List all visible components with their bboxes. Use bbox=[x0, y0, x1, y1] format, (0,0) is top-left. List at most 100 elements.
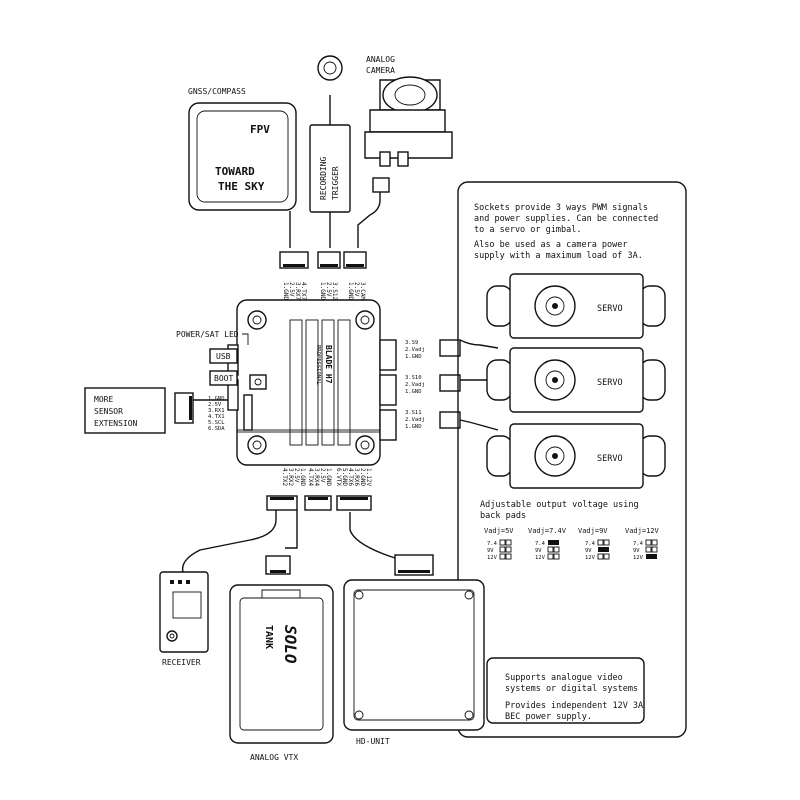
pin-top-right-3: 3.CAM bbox=[359, 282, 366, 300]
flight-controller: BLADE H7 PROFESSIONAL bbox=[227, 299, 397, 466]
pin-bottom-mid-2: 3.RX4 bbox=[313, 468, 320, 486]
servo-3: SERVO bbox=[486, 423, 666, 489]
more-sensor-line2: SENSOR bbox=[94, 407, 123, 416]
gnss-label: GNSS/COMPASS bbox=[188, 87, 246, 96]
pin-top-right-1: 1.GND bbox=[347, 282, 354, 300]
gnss-logo-fpv: FPV bbox=[250, 123, 270, 136]
hd-unit-label: HD-UNIT bbox=[356, 737, 390, 746]
pad-9v-l3: 12V bbox=[585, 555, 596, 561]
power-sat-led-label: POWER/SAT LED bbox=[176, 330, 239, 339]
pin-top-left-1: 1.GND bbox=[282, 282, 289, 300]
analog-camera-line2: CAMERA bbox=[366, 66, 395, 75]
left-side-labels: POWER/SAT LED USB BOOT MORE SENSOR EXTEN… bbox=[84, 330, 249, 434]
pin-bottom-mid-3: 2.5V bbox=[319, 468, 326, 483]
pin-top-left-2: 2.5V bbox=[288, 282, 295, 297]
pin-bottom-left-1: 4.TX2 bbox=[281, 468, 288, 486]
pin-servo3-3: 1.GND bbox=[405, 424, 422, 430]
servo-2-label: SERVO bbox=[597, 378, 623, 388]
more-sensor-line3: EXTENSION bbox=[94, 419, 138, 428]
pin-servo2-3: 1.GND bbox=[405, 389, 422, 395]
pin-servo1-3: 1.GND bbox=[405, 354, 422, 360]
pad-12v-l3: 12V bbox=[633, 555, 644, 561]
gnss-logo-line2: THE SKY bbox=[218, 180, 265, 193]
vtx-logo-2: TANK bbox=[263, 625, 274, 649]
hd-note-3: Provides independent 12V 3A bbox=[505, 701, 643, 711]
servo-note-3: to a servo or gimbal. bbox=[474, 225, 581, 235]
gnss-logo-line1: TOWARD bbox=[215, 165, 255, 178]
usb-label: USB bbox=[216, 352, 231, 361]
hd-note-4: BEC power supply. bbox=[505, 712, 592, 722]
bottom-pin-labels: 4.TX2 3.RX2 2.5V 1.GND 4.TX4 3.RX4 2.5V … bbox=[281, 468, 372, 486]
vadj-7-4: Vadj=7.4V bbox=[528, 527, 567, 535]
pin-top-left-3: 3.RX7 bbox=[294, 282, 301, 300]
pad-group-5v: 7.4 9V 12V bbox=[487, 539, 512, 561]
more-sensor-line1: MORE bbox=[94, 395, 113, 404]
gnss-module: GNSS/COMPASS FPV TOWARD THE SKY bbox=[188, 87, 297, 211]
pin-bottom-mid-1: 4.TX4 bbox=[307, 468, 314, 486]
receiver: RECEIVER bbox=[159, 571, 209, 667]
analog-camera: ANALOG CAMERA bbox=[364, 55, 453, 193]
pin-bottom-right-4: 3.RX6 bbox=[353, 468, 360, 486]
pin-side-left-3: 3.RX1 bbox=[208, 408, 225, 414]
pin-side-left-5: 5.SCL bbox=[208, 420, 225, 426]
recording-trigger-line2: TRIGGER bbox=[331, 166, 340, 200]
pin-top-mid-3: 3.S12 bbox=[331, 282, 338, 300]
pin-bottom-left-3: 2.5V bbox=[293, 468, 300, 483]
pin-side-left-6: 6.SDA bbox=[208, 426, 225, 432]
hd-note-1: Supports analogue video bbox=[505, 673, 623, 683]
pin-bottom-right-5: 2.GND bbox=[359, 468, 366, 486]
pin-servo3-1: 3.S11 bbox=[405, 410, 422, 416]
pin-top-right-2: 2.5V bbox=[353, 282, 360, 297]
pin-top-mid-1: 1.GND bbox=[319, 282, 326, 300]
right-pin-labels: 3.S9 2.Vadj 1.GND 3.S10 2.Vadj 1.GND 3.S… bbox=[405, 339, 461, 430]
pad-12v-l1: 7.4 bbox=[633, 541, 644, 547]
pin-side-left-4: 4.TX1 bbox=[208, 414, 225, 420]
pin-bottom-left-2: 3.RX2 bbox=[287, 468, 294, 486]
adjustable-note-1: Adjustable output voltage using bbox=[480, 500, 639, 510]
adjustable-note-2: back pads bbox=[480, 511, 526, 521]
top-connectors bbox=[279, 251, 367, 269]
vadj-12: Vadj=12V bbox=[625, 527, 660, 535]
pin-side-left-2: 2.5V bbox=[208, 402, 222, 408]
hd-unit: HD-UNIT Supports analogue video systems … bbox=[343, 554, 645, 746]
board-subtitle: PROFESSIONAL bbox=[315, 345, 321, 385]
vtx-logo: SOLO bbox=[281, 625, 300, 664]
board-title: BLADE H7 bbox=[324, 345, 333, 384]
pad-12v-l2: 9V bbox=[633, 548, 640, 554]
bottom-connectors bbox=[266, 495, 372, 511]
pad-5v-l3: 12V bbox=[487, 555, 498, 561]
recording-trigger-line1: RECORDING bbox=[319, 156, 328, 200]
servo-note-4: Also be used as a camera power bbox=[474, 240, 628, 250]
servo-3-label: SERVO bbox=[597, 454, 623, 464]
pin-servo1-2: 2.Vadj bbox=[405, 347, 425, 353]
servo-1: SERVO bbox=[486, 273, 666, 339]
receiver-label: RECEIVER bbox=[162, 658, 201, 667]
servo-2: SERVO bbox=[486, 347, 666, 413]
camera-icon bbox=[364, 76, 453, 193]
pin-top-mid-2: 2.5V bbox=[325, 282, 332, 297]
pad-7v4-l2: 9V bbox=[535, 548, 542, 554]
servo-note-5: supply with a maximum load of 3A. bbox=[474, 251, 643, 261]
servo-panel: Sockets provide 3 ways PWM signals and p… bbox=[457, 181, 687, 738]
analog-vtx: SOLO TANK ANALOG VTX bbox=[229, 555, 334, 762]
pin-bottom-right-3: 4.TX6 bbox=[347, 468, 354, 486]
pin-bottom-right-2: 5.GND bbox=[341, 468, 348, 486]
pin-servo1-1: 3.S9 bbox=[405, 340, 418, 346]
pin-bottom-mid-4: 1.GND bbox=[325, 468, 332, 486]
pin-bottom-right-1: 6.VTX bbox=[335, 468, 342, 486]
boot-label: BOOT bbox=[214, 374, 233, 383]
pad-group-9v: 7.4 9V 12V bbox=[585, 539, 610, 561]
pad-7v4-l3: 12V bbox=[535, 555, 546, 561]
pin-top-left-4: 4.TX7 bbox=[300, 282, 307, 300]
pad-group-12v: 7.4 9V 12V bbox=[633, 539, 658, 561]
recording-trigger: RECORDING TRIGGER bbox=[309, 55, 351, 213]
analog-vtx-label: ANALOG VTX bbox=[250, 753, 298, 762]
pad-5v-l2: 9V bbox=[487, 548, 494, 554]
pin-servo2-2: 2.Vadj bbox=[405, 382, 425, 388]
pin-servo3-2: 2.Vadj bbox=[405, 417, 425, 423]
pad-5v-l1: 7.4 bbox=[487, 541, 498, 547]
hd-note-2: systems or digital systems bbox=[505, 684, 638, 694]
pin-bottom-right-6: 1.12V bbox=[365, 468, 372, 486]
pin-side-left-1: 1.GND bbox=[208, 396, 225, 402]
